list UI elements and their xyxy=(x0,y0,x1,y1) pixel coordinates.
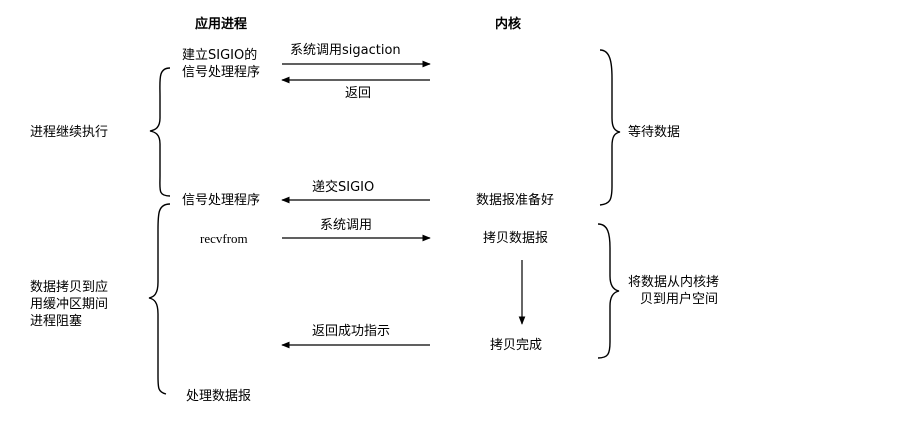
arrow-label-success: 返回成功指示 xyxy=(312,324,391,339)
label-blocked-line3: 进程阻塞 xyxy=(30,314,83,329)
arrow-label-sigaction: 系统调用sigaction xyxy=(290,43,401,58)
label-copy-line2: 贝到用户空间 xyxy=(640,292,719,307)
right-brace-wait xyxy=(599,49,621,206)
right-brace-copy xyxy=(597,223,620,359)
label-blocked-line2: 用缓冲区期间 xyxy=(30,297,109,312)
app-setup-line1: 建立SIGIO的 xyxy=(182,48,258,63)
app-process-datagram: 处理数据报 xyxy=(186,389,252,404)
kernel-datagram-ready: 数据报准备好 xyxy=(476,193,555,208)
app-signal-handler: 信号处理程序 xyxy=(182,193,261,208)
arrow-label-syscall: 系统调用 xyxy=(320,218,373,233)
label-process-continue: 进程继续执行 xyxy=(30,125,109,140)
kernel-copy-done: 拷贝完成 xyxy=(490,338,543,353)
app-recvfrom: recvfrom xyxy=(200,231,248,246)
label-copy-line1: 将数据从内核拷 xyxy=(628,275,720,290)
arrow-label-return: 返回 xyxy=(345,86,372,101)
header-kernel: 内核 xyxy=(495,17,522,32)
app-setup-line2: 信号处理程序 xyxy=(182,65,261,80)
label-blocked-line1: 数据拷贝到应 xyxy=(30,280,109,295)
left-brace-continue xyxy=(149,67,171,197)
kernel-copy-datagram: 拷贝数据报 xyxy=(483,231,549,246)
arrow-label-deliver: 递交SIGIO xyxy=(312,180,375,195)
header-app-process: 应用进程 xyxy=(195,17,248,32)
label-wait-data: 等待数据 xyxy=(628,125,681,140)
left-brace-blocked xyxy=(148,203,171,395)
